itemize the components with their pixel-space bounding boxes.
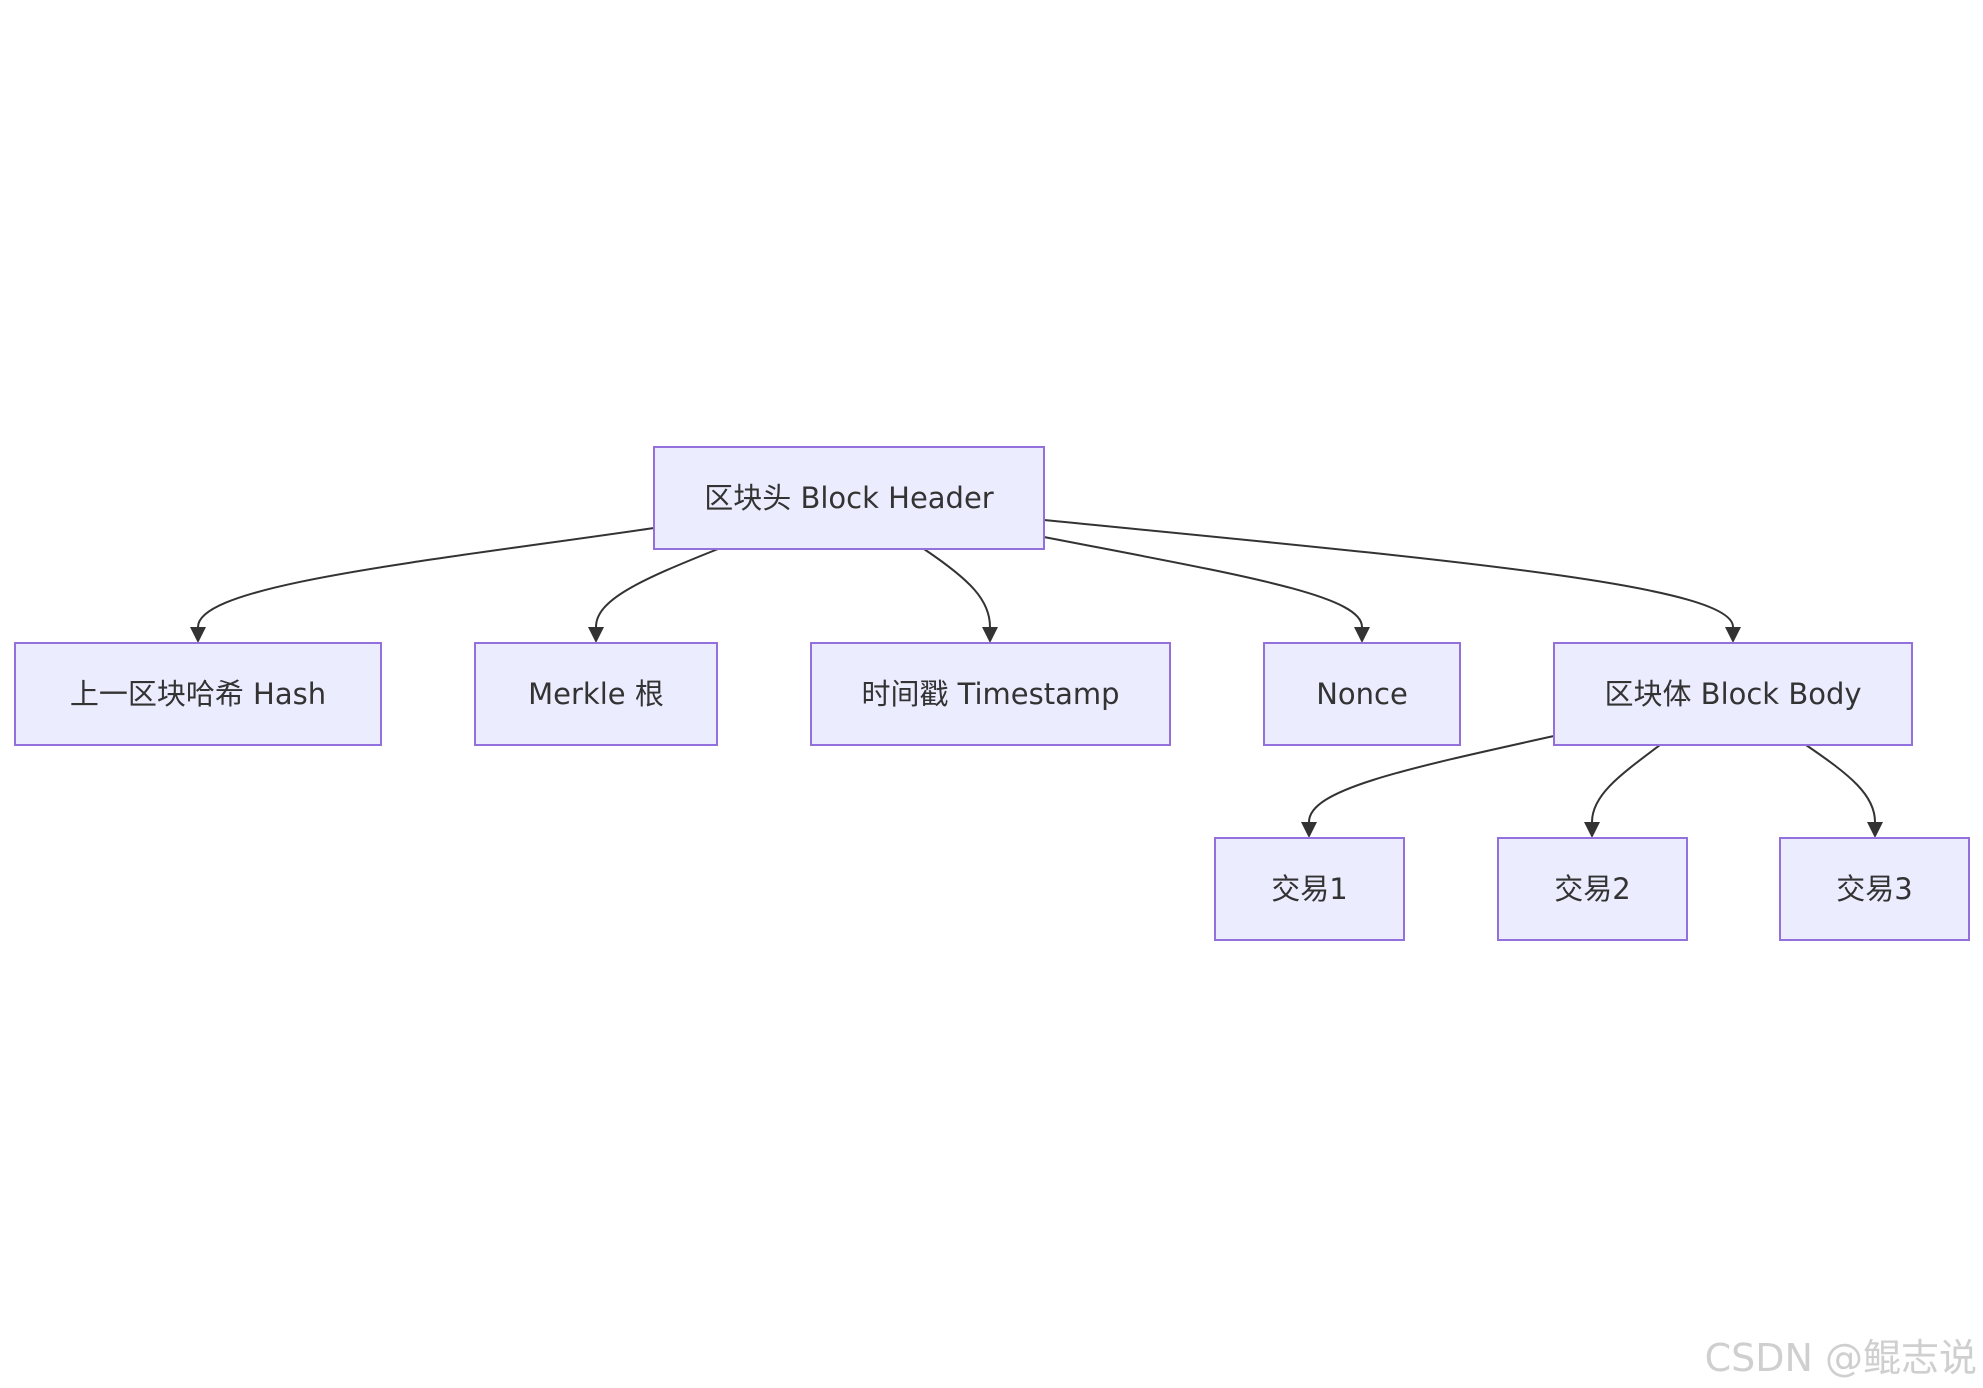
node-box-body [1553, 642, 1913, 746]
edge-header-to-nonce [1043, 536, 1363, 628]
node-body: 区块体 Block Body [1553, 642, 1913, 746]
node-box-nonce [1263, 642, 1461, 746]
node-label-tx2: 交易2 [1554, 872, 1630, 906]
node-box-merkle [474, 642, 718, 746]
node-label-tx1: 交易1 [1271, 872, 1347, 906]
node-box-tx3 [1779, 837, 1970, 941]
node-tx3: 交易3 [1779, 837, 1970, 941]
watermark: CSDN @鲲志说 [1704, 1336, 1977, 1380]
node-tx1: 交易1 [1214, 837, 1405, 941]
node-label-nonce: Nonce [1316, 677, 1408, 711]
node-merkle: Merkle 根 [474, 642, 718, 746]
node-nonce: Nonce [1263, 642, 1461, 746]
node-label-body: 区块体 Block Body [1604, 677, 1861, 711]
arrow-head-merkle [588, 627, 604, 643]
node-box-timestamp [810, 642, 1171, 746]
node-label-merkle: Merkle 根 [528, 677, 664, 711]
edges-layer [190, 519, 1883, 838]
edge-header-to-timestamp [923, 548, 991, 628]
node-box-tx1 [1214, 837, 1405, 941]
edge-header-to-prev_hash [197, 527, 655, 628]
node-header: 区块头 Block Header [653, 446, 1045, 550]
edge-header-to-body [1043, 519, 1734, 628]
node-timestamp: 时间戳 Timestamp [810, 642, 1171, 746]
arrow-head-prev_hash [190, 627, 206, 643]
arrow-head-timestamp [982, 627, 998, 643]
node-label-tx3: 交易3 [1836, 872, 1912, 906]
node-label-timestamp: 时间戳 Timestamp [861, 677, 1119, 711]
arrow-head-tx2 [1584, 822, 1600, 838]
node-label-prev_hash: 上一区块哈希 Hash [70, 677, 326, 711]
node-box-prev_hash [14, 642, 382, 746]
arrow-head-body [1725, 627, 1741, 643]
nodes-layer: 区块头 Block Header 上一区块哈希 Hash Merkle 根 时间戳 T… [14, 446, 1970, 941]
arrow-head-tx3 [1867, 822, 1883, 838]
node-box-tx2 [1497, 837, 1688, 941]
node-tx2: 交易2 [1497, 837, 1688, 941]
edge-header-to-merkle [595, 548, 719, 628]
arrow-head-nonce [1354, 627, 1370, 643]
node-label-header: 区块头 Block Header [704, 481, 994, 515]
edge-body-to-tx1 [1308, 735, 1555, 823]
arrow-head-tx1 [1301, 822, 1317, 838]
edge-body-to-tx3 [1805, 744, 1876, 823]
edge-body-to-tx2 [1591, 744, 1661, 823]
node-prev_hash: 上一区块哈希 Hash [14, 642, 382, 746]
node-box-header [653, 446, 1045, 550]
